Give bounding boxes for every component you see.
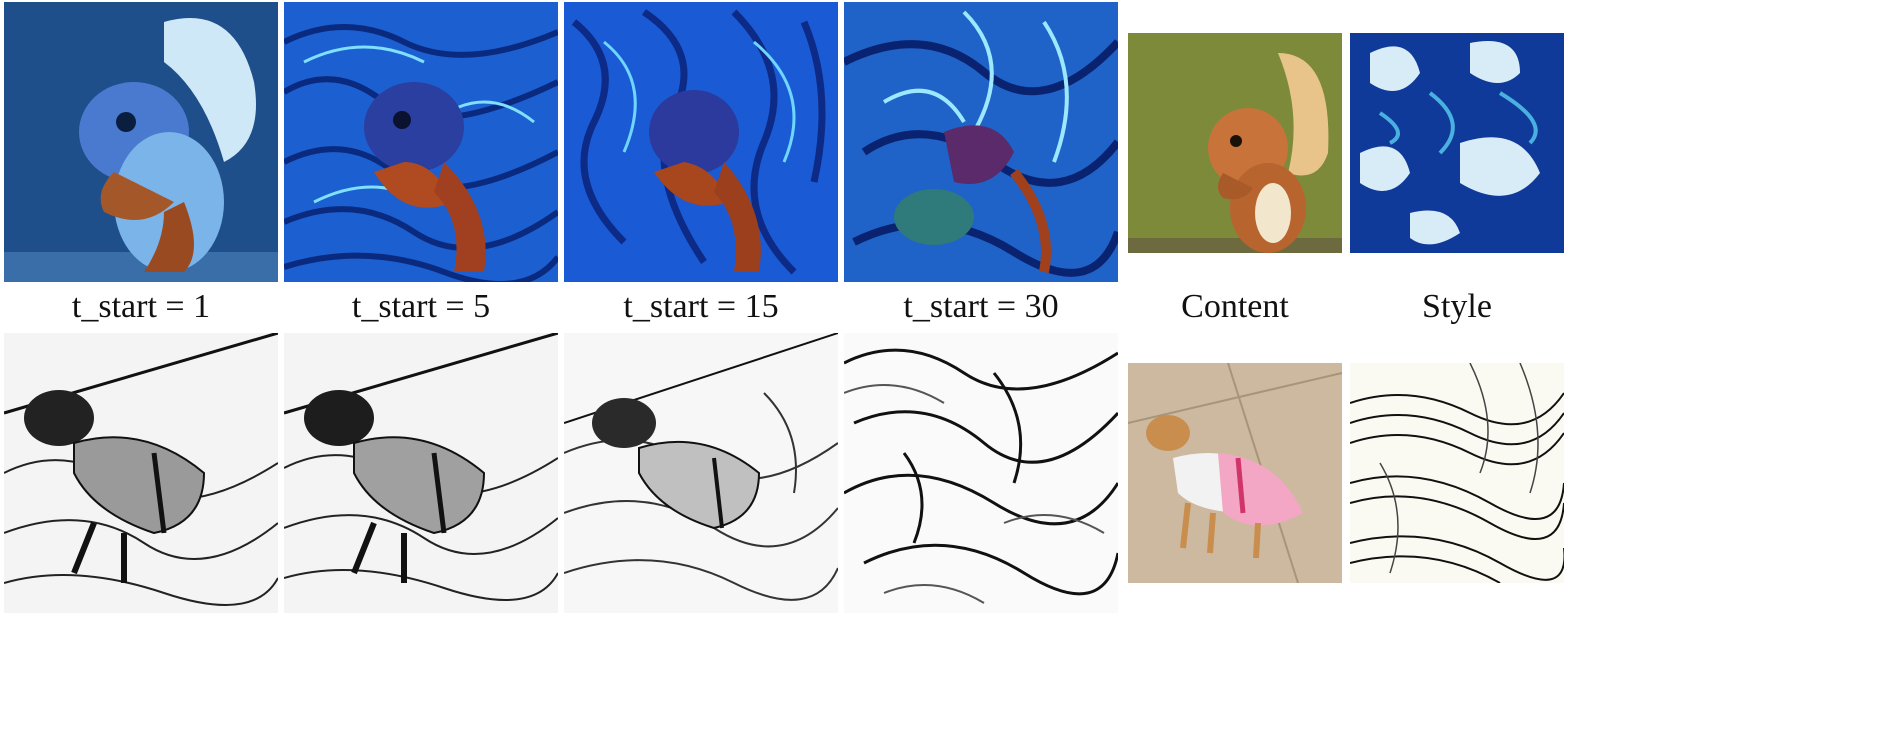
- caption-t-start-30: t_start = 30: [903, 288, 1059, 325]
- squirrel-content-image: [1128, 33, 1342, 253]
- caption-t-start-1: t_start = 1: [71, 288, 211, 325]
- dog-result-t15: [564, 333, 838, 613]
- squirrel-result-t30: [844, 2, 1118, 282]
- caption-style: Style: [1422, 288, 1492, 325]
- caption-content: Content: [1181, 288, 1289, 325]
- squirrel-result-t15: [564, 2, 838, 282]
- caption-t-start-15: t_start = 15: [623, 288, 779, 325]
- squirrel-result-t1: [4, 2, 278, 282]
- dog-result-t30: [844, 333, 1118, 613]
- dog-content-image: [1128, 363, 1342, 583]
- dog-result-t5: [284, 333, 558, 613]
- dog-style-image: [1350, 363, 1564, 583]
- squirrel-result-t5: [284, 2, 558, 282]
- dog-result-t1: [4, 333, 278, 613]
- squirrel-style-image: [1350, 33, 1564, 253]
- caption-t-start-5: t_start = 5: [351, 288, 491, 325]
